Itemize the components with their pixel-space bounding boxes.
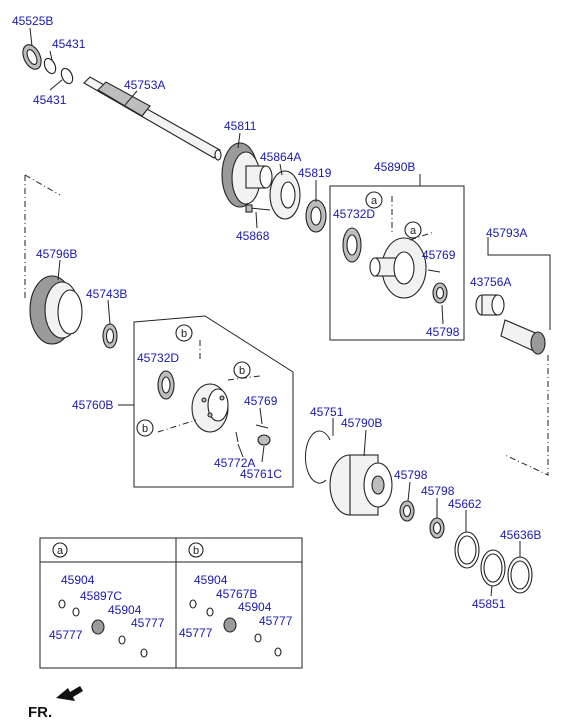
label-45798-upper: 45798 bbox=[426, 325, 460, 339]
detail-a-45777-1: 45777 bbox=[49, 628, 83, 642]
planet-carrier-45760B bbox=[191, 383, 229, 433]
label-45890B: 45890B bbox=[374, 160, 415, 174]
label-45798-lower-b: 45798 bbox=[421, 484, 455, 498]
detail-a-45897C: 45897C bbox=[80, 589, 122, 603]
svg-text:b: b bbox=[142, 423, 148, 435]
washer-45732D-lower bbox=[157, 370, 175, 400]
o-ring-45431-upper bbox=[43, 57, 57, 75]
label-45790B: 45790B bbox=[341, 416, 382, 430]
bushing-43756A bbox=[475, 294, 505, 316]
washer-45761C bbox=[257, 434, 271, 446]
svg-text:a: a bbox=[371, 195, 378, 207]
annulus-gear-45796B bbox=[29, 275, 83, 345]
label-45769-lower: 45769 bbox=[244, 394, 278, 408]
svg-text:a: a bbox=[410, 225, 417, 237]
label-45431-lower: 45431 bbox=[33, 93, 67, 107]
label-45868: 45868 bbox=[236, 229, 270, 243]
detail-a-45777-2: 45777 bbox=[131, 616, 165, 630]
assembly-box-45760B bbox=[133, 315, 294, 488]
detail-b-45777-2: 45777 bbox=[259, 614, 293, 628]
label-45761C: 45761C bbox=[240, 467, 282, 481]
label-45769-upper: 45769 bbox=[422, 248, 456, 262]
detail-table-a bbox=[39, 537, 177, 669]
bearing-45819 bbox=[305, 199, 327, 233]
label-45732D-upper: 45732D bbox=[333, 207, 375, 221]
diff-case-45890B bbox=[369, 237, 427, 299]
callout-b-right: b bbox=[233, 361, 251, 379]
ring-45636B bbox=[507, 556, 533, 594]
carrier-45864A bbox=[269, 170, 301, 220]
o-ring-45431-lower bbox=[60, 67, 74, 85]
washer-45732D-upper bbox=[342, 227, 362, 263]
callout-a-upper: a bbox=[365, 191, 383, 209]
bolt-45868 bbox=[245, 204, 271, 213]
detail-b-header: b bbox=[193, 545, 199, 557]
leader-lines bbox=[29, 27, 521, 597]
snap-ring-45751 bbox=[304, 430, 331, 484]
washer-45798-upper bbox=[432, 282, 448, 304]
label-45793A: 45793A bbox=[486, 226, 527, 240]
front-arrow-icon bbox=[56, 686, 83, 701]
output-shaft-45793A bbox=[500, 319, 546, 355]
drum-45790B bbox=[329, 454, 393, 516]
label-45636B: 45636B bbox=[500, 528, 541, 542]
label-45753A: 45753A bbox=[124, 78, 165, 92]
callout-b-upper: b bbox=[175, 324, 193, 342]
label-45772A: 45772A bbox=[214, 456, 255, 470]
detail-table-b bbox=[175, 537, 303, 669]
pin-45769-lower bbox=[255, 424, 269, 429]
label-45431-upper: 45431 bbox=[52, 37, 86, 51]
label-43756A: 43756A bbox=[470, 275, 511, 289]
assembly-box-45890B bbox=[329, 185, 465, 341]
washer-45798-lower-b bbox=[429, 517, 445, 539]
detail-a-45904-1: 45904 bbox=[61, 573, 95, 587]
callout-b-left: b bbox=[136, 419, 154, 437]
washer-45743B bbox=[102, 323, 118, 349]
label-45743B: 45743B bbox=[86, 287, 127, 301]
label-45760B: 45760B bbox=[72, 398, 113, 412]
detail-a-header: a bbox=[57, 545, 64, 557]
ring-gear-45811 bbox=[221, 142, 273, 208]
label-45662: 45662 bbox=[448, 497, 482, 511]
label-45751: 45751 bbox=[310, 405, 344, 419]
label-45798-lower-a: 45798 bbox=[394, 468, 428, 482]
detail-b-45767B: 45767B bbox=[216, 587, 257, 601]
shaft-45753A bbox=[83, 76, 222, 161]
pin-45772A bbox=[235, 431, 239, 443]
label-45819: 45819 bbox=[298, 166, 332, 180]
label-45811: 45811 bbox=[224, 119, 257, 133]
callout-a-right: a bbox=[404, 221, 422, 239]
label-45851: 45851 bbox=[472, 597, 506, 611]
label-45864A: 45864A bbox=[260, 150, 301, 164]
ring-45662 bbox=[454, 531, 480, 569]
seal-45525B bbox=[22, 44, 42, 70]
svg-text:b: b bbox=[239, 365, 245, 377]
label-45796B: 45796B bbox=[36, 247, 77, 261]
svg-text:b: b bbox=[181, 328, 187, 340]
detail-b-45904-2: 45904 bbox=[238, 600, 272, 614]
ring-45851 bbox=[480, 549, 506, 587]
label-45525B: 45525B bbox=[12, 14, 53, 28]
label-45732D-lower: 45732D bbox=[137, 351, 179, 365]
pin-45769-upper bbox=[427, 269, 441, 273]
detail-b-45904-1: 45904 bbox=[194, 573, 228, 587]
front-direction-label: FR. bbox=[28, 704, 52, 721]
detail-b-45777-1: 45777 bbox=[179, 626, 213, 640]
detail-a-45904-2: 45904 bbox=[108, 603, 142, 617]
washer-45798-lower-a bbox=[399, 500, 415, 522]
